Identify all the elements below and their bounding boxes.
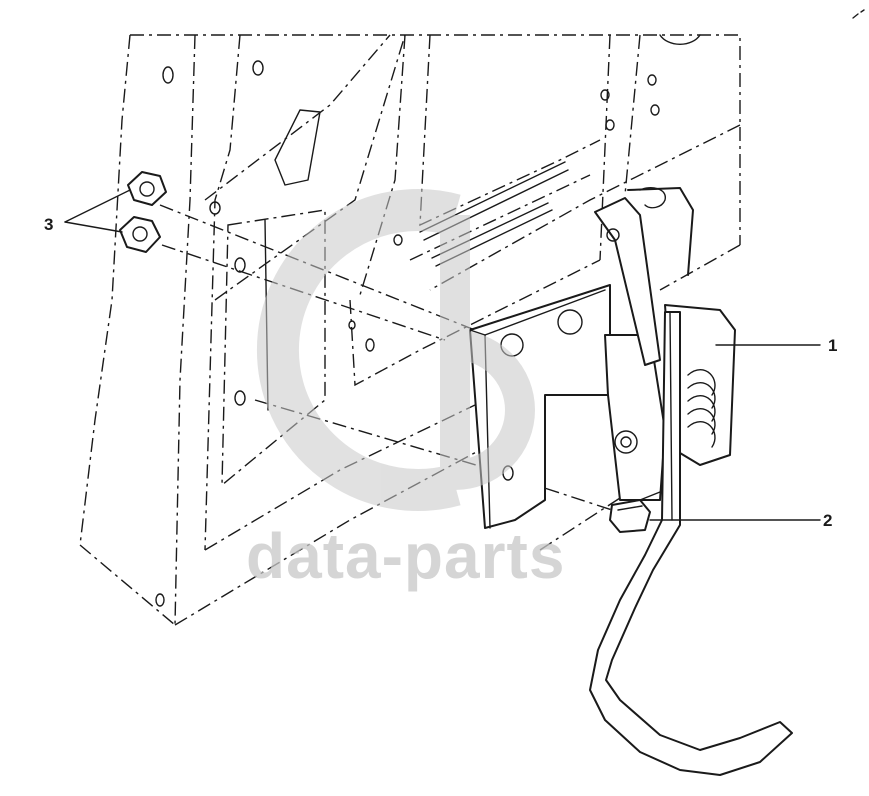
part-1-pedal-bracket-assembly — [469, 187, 793, 776]
corner-mark — [852, 9, 865, 19]
watermark-text: data-parts — [246, 520, 565, 592]
callout-3: 3 — [44, 215, 53, 234]
part-2-bolt — [609, 491, 661, 533]
leader-lines — [64, 189, 821, 521]
part-3-lock-nuts — [119, 171, 167, 253]
callout-1: 1 — [828, 336, 837, 355]
frame-holes — [155, 34, 701, 607]
callout-2: 2 — [823, 511, 832, 530]
watermark-logo — [257, 189, 535, 511]
